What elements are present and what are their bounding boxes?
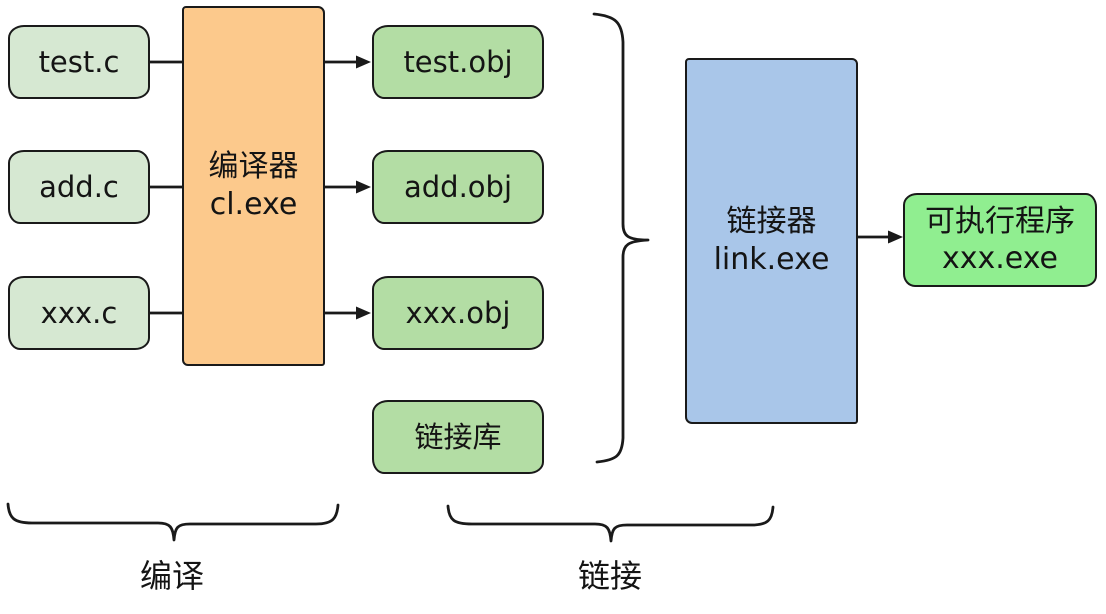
box-source-add-c: add.c — [8, 150, 150, 224]
box-label: xxx.obj — [405, 296, 511, 330]
arrowhead-addobj-icon — [356, 180, 371, 194]
brace-link-stage — [446, 504, 775, 543]
linker-name: 链接器 — [726, 204, 817, 239]
box-source-xxx-c: xxx.c — [8, 276, 150, 350]
linker-program: link.exe — [713, 242, 830, 277]
box-linker: 链接器 link.exe — [685, 58, 858, 424]
arrowhead-executable-icon — [888, 230, 903, 244]
label-link-stage: 链接 — [577, 557, 642, 595]
box-label: test.c — [38, 45, 120, 79]
box-link-library: 链接库 — [372, 400, 544, 474]
box-executable: 可执行程序 xxx.exe — [903, 193, 1097, 287]
brace-object-group — [592, 12, 650, 464]
label-compile-stage: 编译 — [139, 557, 204, 595]
box-compiler: 编译器 cl.exe — [182, 6, 325, 366]
arrowhead-xxxobj-icon — [356, 306, 371, 320]
box-label: add.obj — [403, 170, 512, 204]
box-label: add.c — [39, 170, 119, 204]
box-object-xxx-obj: xxx.obj — [372, 276, 544, 350]
box-label: test.obj — [403, 45, 513, 79]
arrowhead-testobj-icon — [356, 55, 371, 69]
box-label: xxx.c — [40, 296, 118, 330]
box-source-test-c: test.c — [8, 25, 150, 99]
brace-compile-stage — [6, 502, 340, 542]
executable-name: 可执行程序 — [925, 204, 1075, 239]
compiler-program: cl.exe — [209, 187, 298, 222]
box-object-test-obj: test.obj — [372, 25, 544, 99]
box-label: 链接库 — [414, 420, 502, 454]
executable-program: xxx.exe — [941, 241, 1058, 276]
compiler-name: 编译器 — [208, 149, 299, 184]
box-object-add-obj: add.obj — [372, 150, 544, 224]
